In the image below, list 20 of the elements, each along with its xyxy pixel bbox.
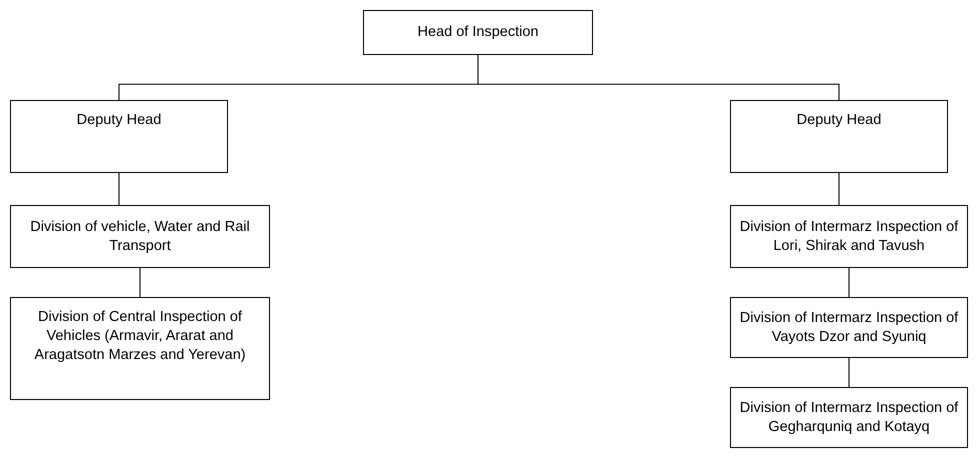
unit-name: Head of Inspection: [418, 23, 538, 42]
org-box: [10, 205, 270, 268]
connector-line: [118, 172, 120, 206]
unit-name: Division of Intermarz Inspection of Lori, Shirak and Tavush: [739, 218, 959, 256]
unit-name: Division of Central Inspection of Vehicles (Armavir, Ararat and Aragatsotn Marzes and Yerevan): [33, 308, 247, 365]
org-box: [730, 205, 968, 268]
connector-line: [848, 268, 850, 298]
unit-name: Division of Intermarz Inspection of Gegharquniq and Kotayq: [739, 398, 959, 436]
unit-name: Deputy Head: [76, 111, 162, 130]
org-box: [363, 10, 593, 55]
unit-name: Division of vehicle, Water and Rail Transport: [29, 218, 251, 256]
connector-line: [838, 172, 840, 206]
org-box: [730, 297, 968, 358]
unit-name: Deputy Head: [796, 111, 882, 130]
org-box: [10, 297, 270, 400]
org-box: [10, 100, 228, 173]
org-box: [730, 387, 968, 448]
connector-line: [848, 358, 850, 388]
unit-name: Division of Intermarz Inspection of Vayots Dzor and Syuniq: [739, 308, 959, 346]
org-box: [730, 100, 948, 173]
